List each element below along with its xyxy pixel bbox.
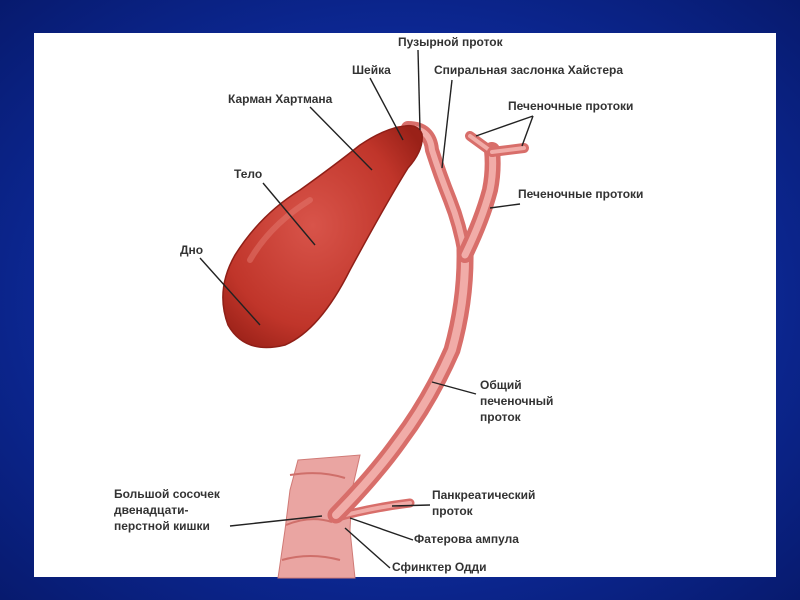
label-major-papilla-line-2: двенадцати- <box>114 503 189 517</box>
leader-heister-valve <box>441 79 453 169</box>
label-body: Тело <box>234 167 262 181</box>
label-pancreatic-duct-line-2: проток <box>432 504 474 518</box>
leader-major-papilla <box>229 515 323 527</box>
leader-hartmann-pouch <box>309 106 373 171</box>
label-major-papilla-line-3: перстной кишки <box>114 519 210 533</box>
leader-vater-ampulla <box>349 517 414 541</box>
label-hepatic-ducts-side: Печеночные протоки <box>518 187 643 201</box>
label-oddi-sphincter: Сфинктер Одди <box>392 560 487 574</box>
label-vater-ampulla: Фатерова ампула <box>414 532 519 546</box>
leader-neck <box>369 77 404 141</box>
label-hartmann-pouch: Карман Хартмана <box>228 92 333 106</box>
leader-body <box>262 182 316 246</box>
leader-pancreatic-duct <box>391 504 431 507</box>
label-common-hepatic-duct-line-1: Общий <box>480 378 522 392</box>
label-common-hepatic-duct-line-2: печеночный <box>480 394 553 408</box>
leader-hepatic-ducts-side <box>489 203 521 209</box>
label-hepatic-ducts-top: Печеночные протоки <box>508 99 633 113</box>
label-major-papilla-line-1: Большой сосочек <box>114 487 221 501</box>
label-heister-valve: Спиральная заслонка Хайстера <box>434 63 623 77</box>
leader-fundus <box>199 257 261 326</box>
leader-hepatic-ducts-top-a <box>475 115 534 137</box>
label-common-hepatic-duct-line-3: проток <box>480 410 522 424</box>
label-cystic-duct: Пузырной проток <box>398 35 504 49</box>
label-neck: Шейка <box>352 63 391 77</box>
leader-oddi-sphincter <box>344 527 391 569</box>
gallbladder <box>222 124 423 349</box>
label-pancreatic-duct-line-1: Панкреатический <box>432 488 535 502</box>
leader-common-hepatic-duct <box>431 381 477 395</box>
label-fundus: Дно <box>180 243 203 257</box>
leader-hepatic-ducts-top-b <box>521 115 534 147</box>
leader-cystic-duct <box>417 49 421 131</box>
